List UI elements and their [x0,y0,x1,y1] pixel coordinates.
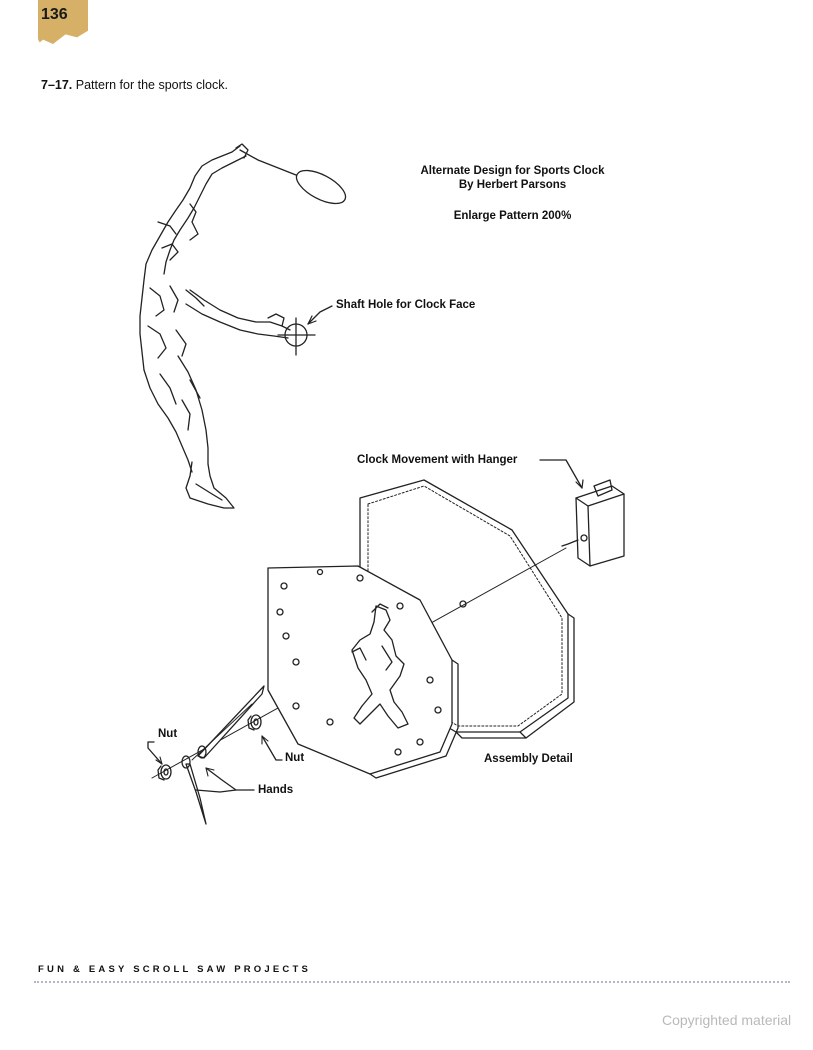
nut-left-part [157,764,172,781]
clock-movement-leader [539,459,583,489]
plate-player-cutout [351,605,409,729]
shaft-hole-label: Shaft Hole for Clock Face [336,299,476,311]
raised-arm-outline [139,145,241,371]
footer-dotted-rule [34,981,790,983]
clock-movement [561,479,625,567]
leg-outline [143,369,193,473]
nut-left-label: Nut [158,728,178,740]
figure-caption: 7–17. Pattern for the sports clock. [41,78,228,92]
nut-right-part [247,714,262,731]
clock-movement-label: Clock Movement with Hanger [357,454,518,466]
washer-part [181,745,207,769]
clock-hands [185,685,265,825]
front-face-plate [267,565,459,779]
enlarge-instruction: Enlarge Pattern 200% [453,210,572,222]
assembly-detail-label: Assembly Detail [484,753,573,765]
pattern-author: By Herbert Parsons [458,179,567,191]
racket-handle [239,149,297,176]
footer-book-title: FUN & EASY SCROLL SAW PROJECTS [38,964,312,975]
pattern-title: Alternate Design for Sports Clock [420,165,605,177]
extended-arm-outline [189,289,291,331]
hands-leader [205,767,255,791]
pattern-title-block: Alternate Design for Sports Clock By Her… [395,164,630,223]
nut-right-leader [261,735,283,761]
tennis-player-pattern [139,143,347,509]
hands-label: Hands [258,784,294,796]
page-number: 136 [41,6,68,23]
racket-head [295,169,347,205]
shaft-hole-crosshair [277,305,333,356]
nut-left-leader [147,741,163,765]
shoe-outline [185,461,235,509]
copyright-watermark: Copyrighted material [662,1012,792,1028]
nut-right-label: Nut [285,752,305,764]
figure-number: 7–17. [41,78,73,92]
figure-caption-text: Pattern for the sports clock. [75,78,228,92]
